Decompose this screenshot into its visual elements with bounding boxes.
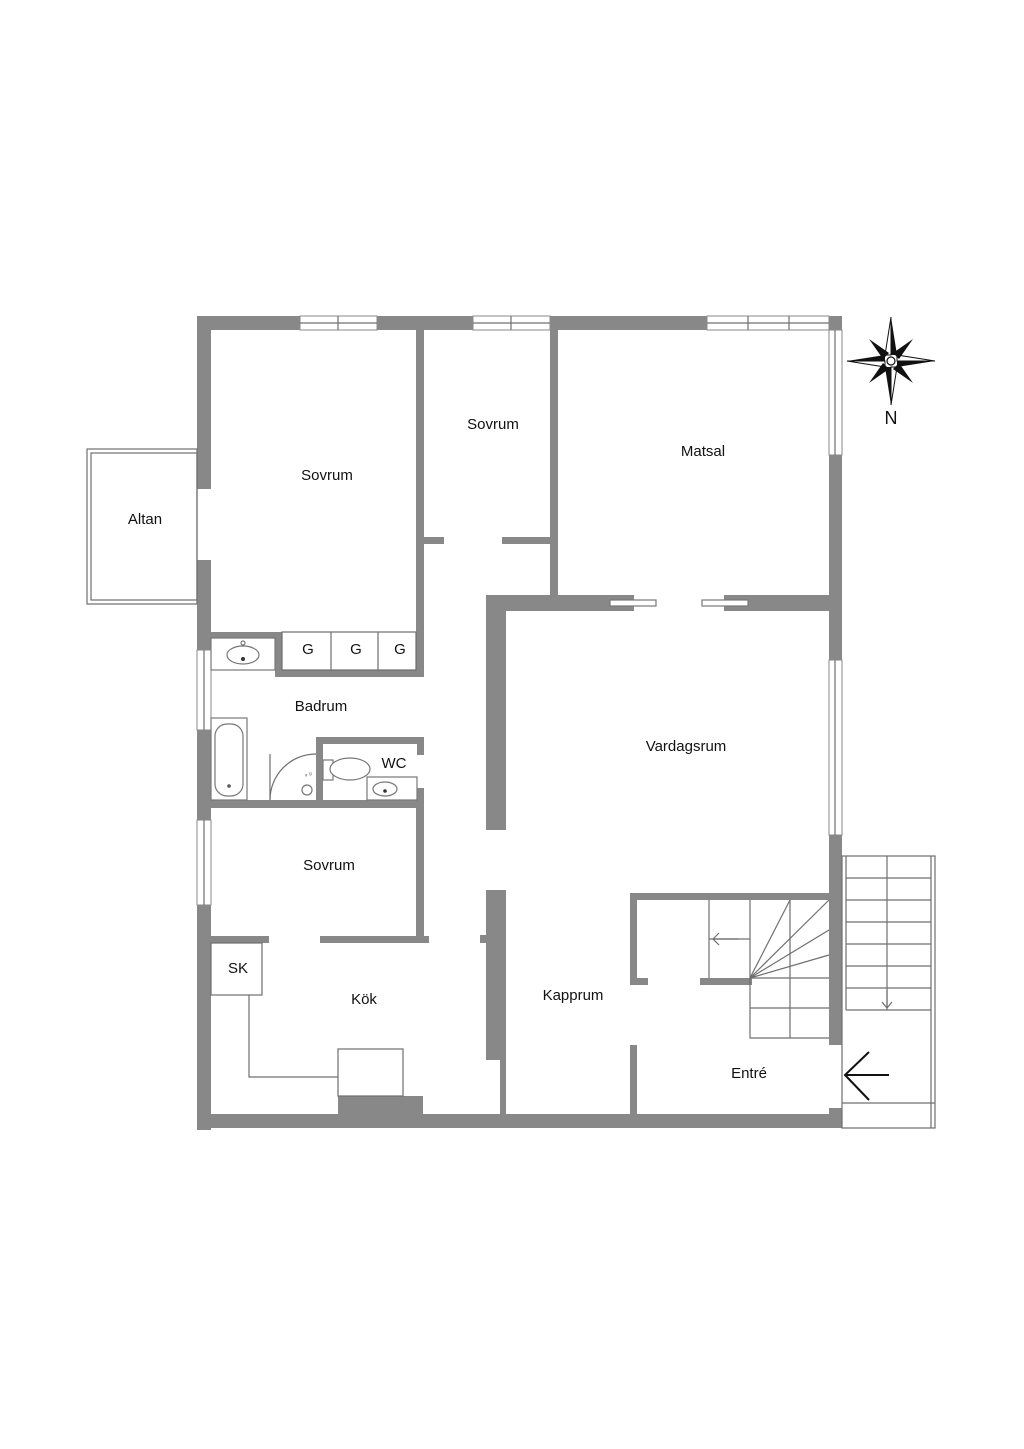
sk-cabinet (210, 942, 263, 996)
room-label-altan: Altan (128, 511, 162, 528)
outer-walls (196, 315, 843, 1130)
room-label-vardagsrum: Vardagsrum (646, 738, 727, 755)
interior-staircase (708, 899, 830, 1039)
bathroom-fixtures: ᵍ ᵍ (210, 637, 418, 801)
sink-icon (226, 645, 260, 665)
interior-walls (211, 330, 829, 1116)
shower-curve (269, 753, 317, 801)
room-label-badrum: Badrum (295, 698, 348, 715)
exterior-staircase (841, 855, 936, 1129)
wc-sink-icon (372, 781, 398, 797)
svg-text:ᵍ: ᵍ (309, 771, 312, 779)
room-label-sovrum-small: Sovrum (467, 416, 519, 433)
compass-rose-icon (846, 316, 936, 406)
room-label-kok: Kök (351, 991, 377, 1008)
stove-block (337, 1048, 404, 1097)
room-label-entre: Entré (731, 1065, 767, 1082)
room-label-wc: WC (382, 755, 407, 772)
svg-text:ᵍ: ᵍ (305, 773, 308, 780)
arrow-left-icon (843, 1051, 889, 1101)
wardrobes (281, 631, 417, 671)
closet-label-1: G (302, 641, 314, 658)
stair-arrow-icon (712, 932, 738, 946)
exterior-stair-arrow-icon (881, 990, 893, 1009)
room-label-sovrum-large: Sovrum (301, 467, 353, 484)
closet-label-3: G (394, 641, 406, 658)
kitchen-fixtures (210, 942, 404, 1097)
room-label-sovrum-lower: Sovrum (303, 857, 355, 874)
toilet-icon: ᵍ (309, 757, 371, 781)
compass-north-label: N (885, 408, 898, 428)
closet-label-2: G (350, 641, 362, 658)
room-label-matsal: Matsal (681, 443, 725, 460)
room-label-kapprum: Kapprum (543, 987, 604, 1004)
room-labels: Altan Sovrum Sovrum Matsal G G G Badrum … (128, 416, 767, 1082)
room-label-sk: SK (228, 960, 248, 977)
altan-balcony (86, 448, 198, 605)
